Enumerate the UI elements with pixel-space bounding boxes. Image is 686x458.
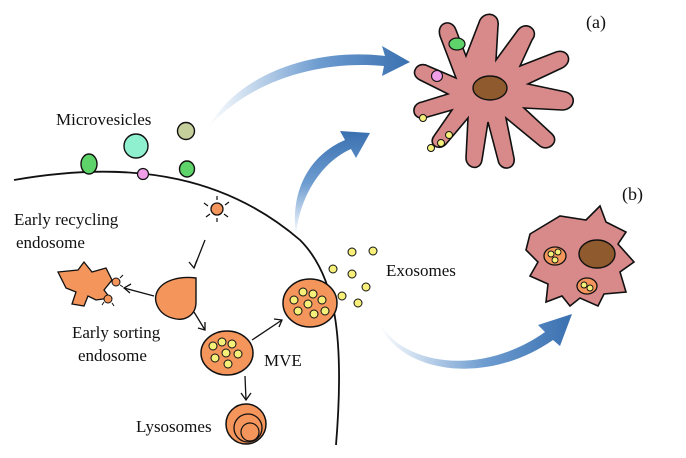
label-early-sorting-2: endosome xyxy=(78,346,147,365)
dendritic-cell-icon xyxy=(413,13,574,169)
cell-membrane-arc xyxy=(13,170,340,446)
label-microvesicles: Microvesicles xyxy=(56,110,151,129)
early-sorting-endosome-icon xyxy=(154,276,197,320)
pathway-arrows xyxy=(122,239,283,402)
macrophage-cell-icon xyxy=(525,204,636,308)
arrow-to-dendritic-cell-icon xyxy=(208,46,410,128)
panel-label-b: (b) xyxy=(622,184,643,205)
label-early-recycling-1: Early recycling xyxy=(14,210,119,229)
fusing-mve-icon xyxy=(282,278,338,328)
microvesicles-group xyxy=(80,121,196,181)
budding-vesicle-icon xyxy=(203,196,230,222)
label-exosomes: Exosomes xyxy=(386,261,456,280)
arrow-to-macrophage-icon xyxy=(378,314,572,369)
lysosome-icon xyxy=(225,403,267,445)
label-lysosomes: Lysosomes xyxy=(136,417,212,436)
recycling-buds-icon xyxy=(101,274,124,307)
label-early-sorting-1: Early sorting xyxy=(72,323,161,342)
arrow-exosomes-up-icon xyxy=(294,131,370,235)
label-early-recycling-2: endosome xyxy=(16,233,85,252)
mve-icon xyxy=(200,330,254,376)
label-mve: MVE xyxy=(264,351,302,370)
panel-label-a: (a) xyxy=(586,12,606,33)
exosomes-group xyxy=(328,246,378,308)
